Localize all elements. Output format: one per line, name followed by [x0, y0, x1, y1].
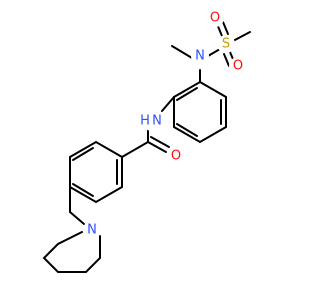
- bond-aryl-nh: [161, 96, 175, 112]
- atom-labels: N S O O H N O N: [83, 9, 247, 239]
- ring-a-outline: [173, 80, 227, 144]
- bond-carbonyl-o-a: [147, 141, 167, 153]
- bond-s-methyl: [232, 31, 251, 42]
- piperidine-ring: [42, 231, 101, 273]
- bond-n-s: [207, 48, 221, 57]
- atom-o-sulfonyl-top: O: [210, 11, 220, 26]
- ring-b-inner-2: [72, 183, 94, 197]
- atom-n-sulfonamide: N: [195, 49, 205, 64]
- bond-carbonyl-aryl: [121, 141, 149, 158]
- ring-a-inner-2: [176, 123, 198, 137]
- atom-h-amide: H: [140, 114, 150, 129]
- bond-s-o-top-b: [222, 21, 229, 35]
- bonds: [42, 21, 251, 273]
- ring-a-inner-3: [176, 87, 198, 101]
- atom-o-sulfonyl-bottom: O: [233, 59, 243, 74]
- bond-n-methyl: [171, 45, 193, 59]
- chemical-structure: N S O O H N O N: [42, 9, 251, 273]
- ring-b-inner-3: [72, 147, 94, 161]
- bond-carbonyl-o-b: [150, 136, 170, 148]
- atom-s-sulfonyl: S: [222, 37, 230, 52]
- atom-n-amide: N: [152, 114, 162, 129]
- bond-ch2-n: [69, 211, 85, 225]
- atom-n-piperidine: N: [87, 223, 97, 238]
- ring-b-outline: [69, 140, 123, 204]
- bond-s-o-bottom-b: [223, 53, 230, 67]
- atom-o-carbonyl: O: [171, 149, 181, 164]
